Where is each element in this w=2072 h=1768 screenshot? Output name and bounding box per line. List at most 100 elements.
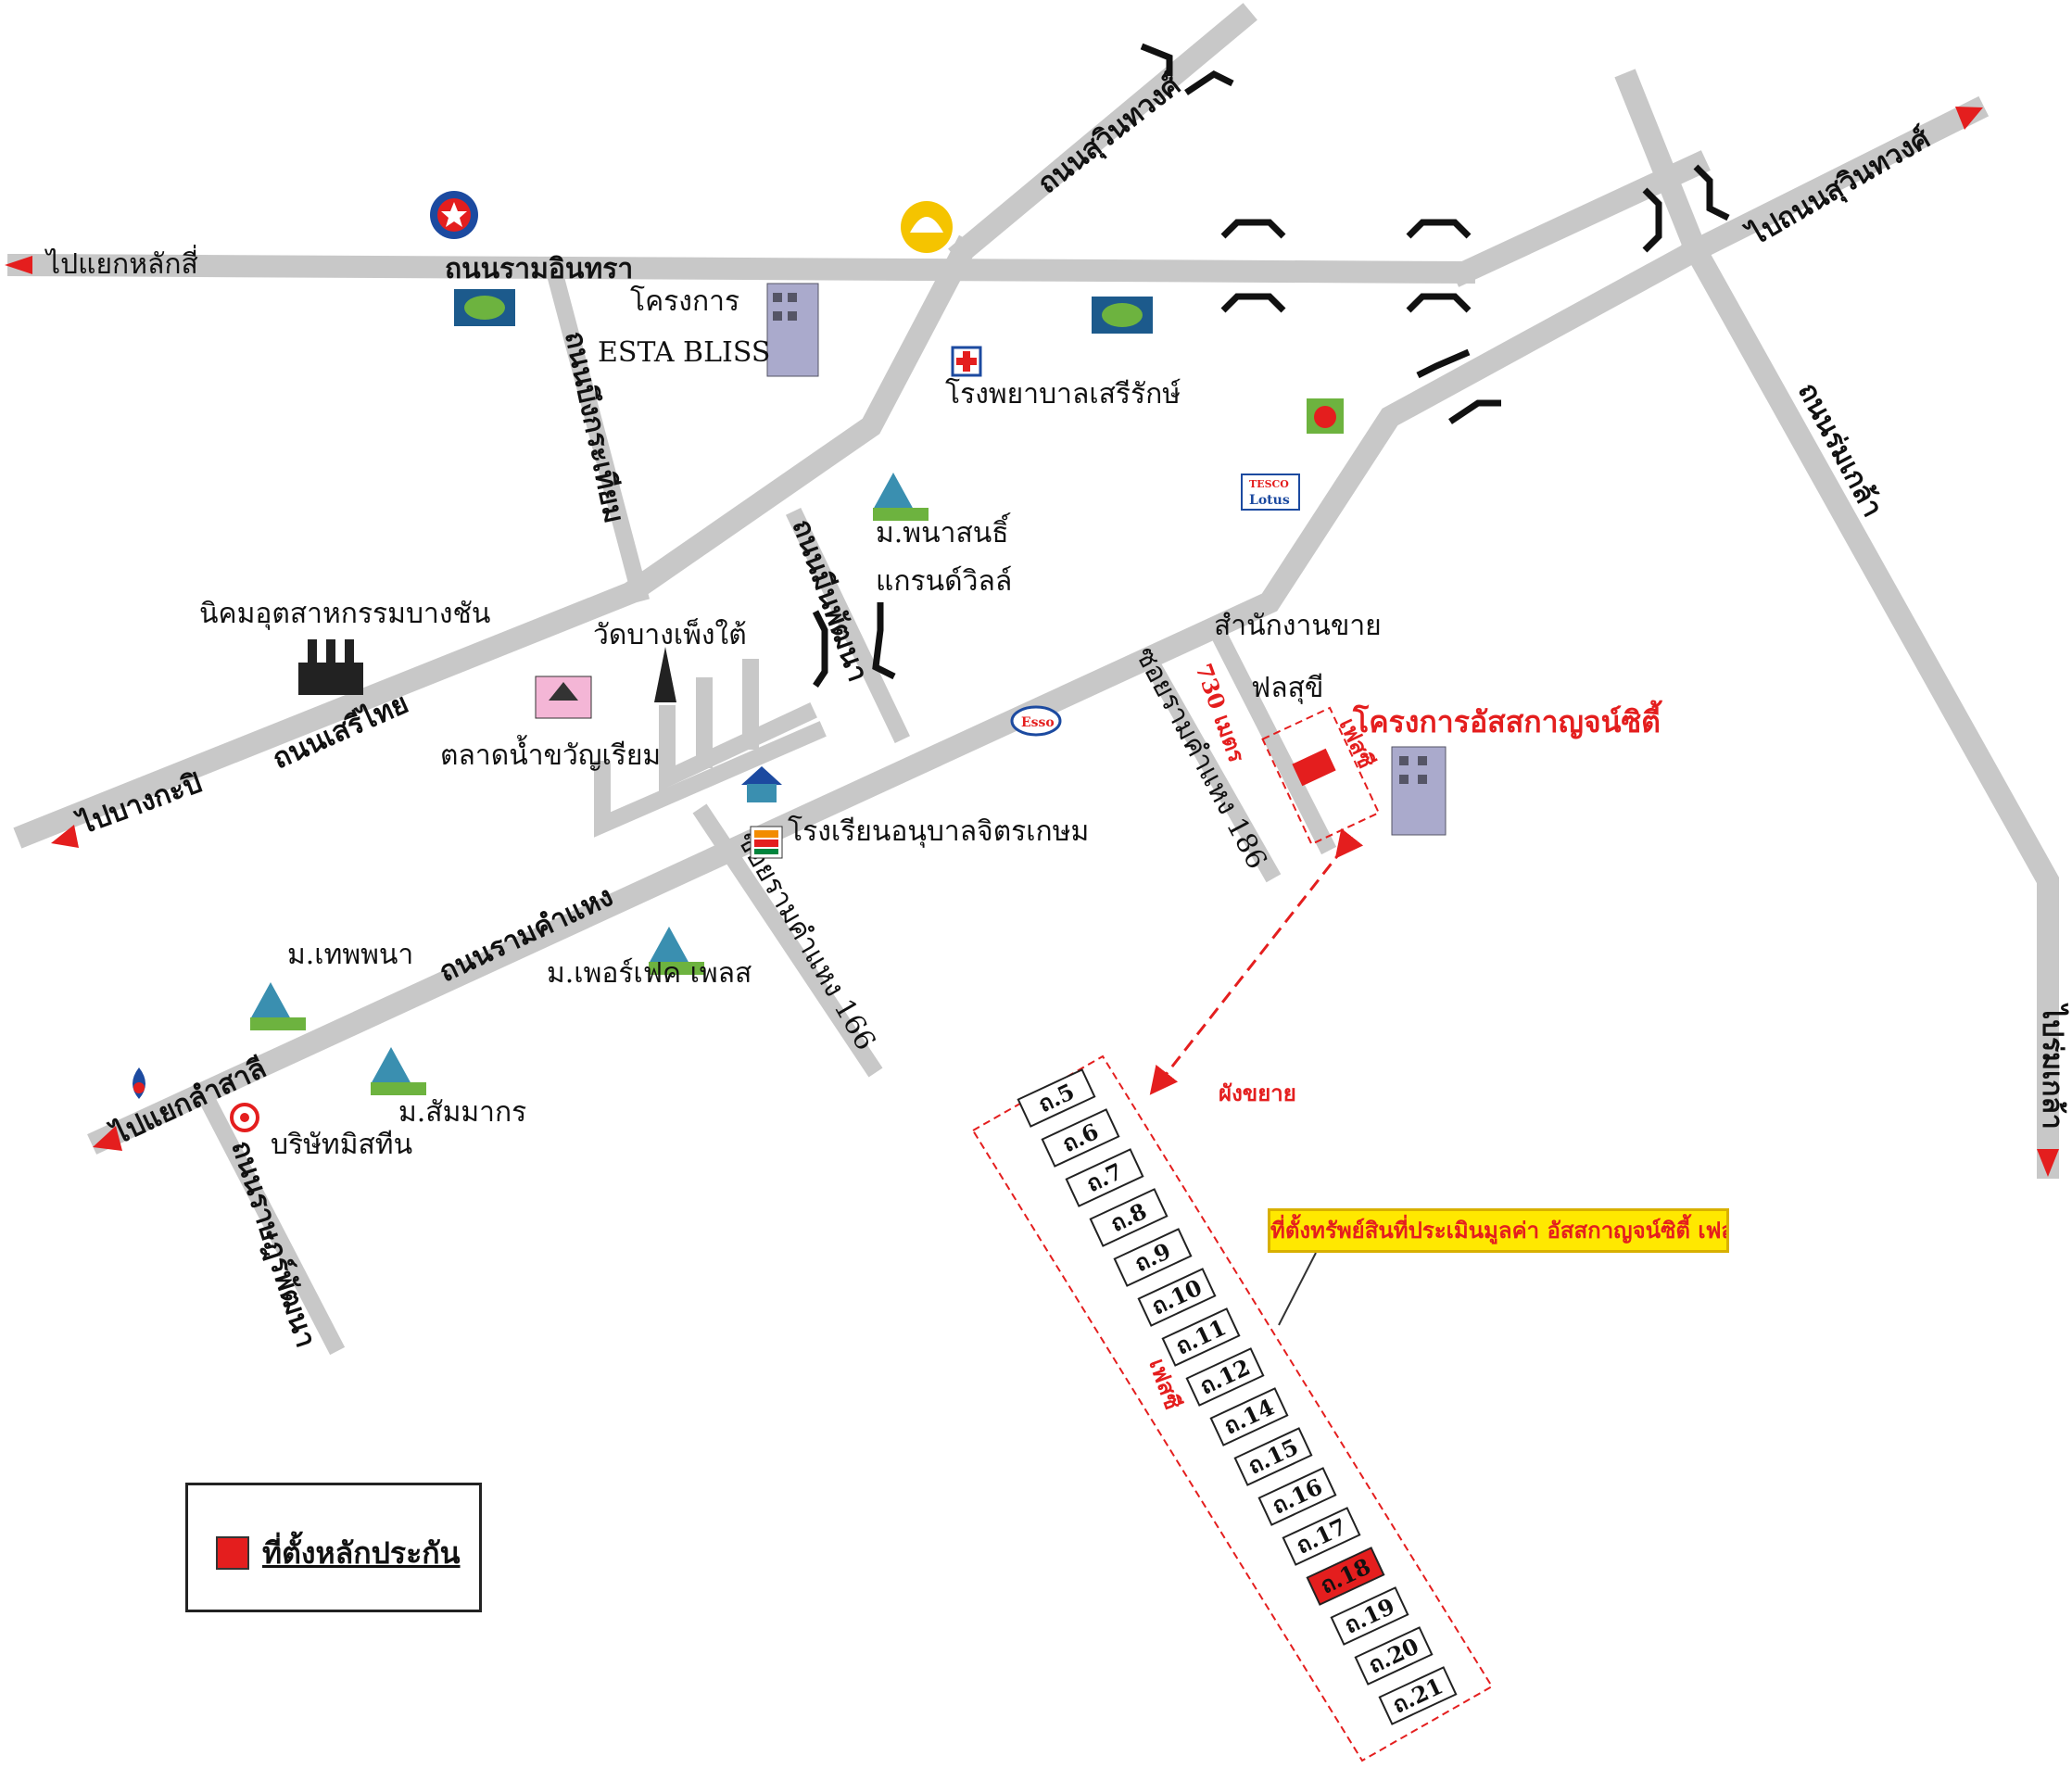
shell-icon bbox=[901, 201, 953, 253]
label-to-lamsali: ไปแยกลำสาลี bbox=[105, 1051, 271, 1152]
bridge-5 bbox=[1416, 348, 1501, 424]
village-icon bbox=[649, 927, 704, 975]
road-soi166 bbox=[692, 803, 883, 1078]
label-perfect-place: ม.เพอร์เฟค เพลส bbox=[547, 957, 752, 990]
plot-box: ถ.7 bbox=[1065, 1148, 1144, 1207]
plot-box: ถ.14 bbox=[1209, 1387, 1289, 1446]
label-suwinthawong-north: ถนนสุวินทวงศ์ bbox=[1031, 69, 1188, 201]
road-ratpattana bbox=[192, 1081, 346, 1356]
svg-text:Esso: Esso bbox=[1021, 715, 1055, 730]
road-ramintra bbox=[6, 253, 1476, 284]
school-icon bbox=[741, 766, 782, 802]
label-seriruk: โรงพยาบาลเสรีรักษ์ bbox=[945, 377, 1181, 410]
label-to-rom-klao: ไปร่มเกล้า bbox=[2036, 1003, 2069, 1130]
plot-box: ถ.12 bbox=[1185, 1347, 1265, 1407]
building-icon bbox=[1391, 746, 1447, 836]
caltex-icon bbox=[430, 191, 478, 239]
bridge-1 bbox=[1140, 43, 1234, 95]
label-sales-office: สำนักงานขาย bbox=[1214, 610, 1382, 642]
map-icons: TESCO Lotus bbox=[133, 191, 1447, 1132]
label-phanason-1: ม.พนาสนธิ์ bbox=[876, 512, 1011, 549]
plot-box: ถ.5 bbox=[1017, 1068, 1096, 1128]
plot-box: ถ.15 bbox=[1233, 1427, 1313, 1486]
plot-box: ถ.10 bbox=[1137, 1268, 1217, 1327]
plot-box: ถ.16 bbox=[1257, 1467, 1337, 1526]
label-market: ตลาดน้ำขวัญเรียม bbox=[440, 735, 661, 772]
label-fai-sap: ฟลสุขี bbox=[1251, 672, 1323, 705]
tesco-lotus-icon: TESCO Lotus bbox=[1241, 474, 1300, 511]
village-icon bbox=[371, 1047, 426, 1095]
plot-box: ถ.20 bbox=[1354, 1626, 1434, 1686]
road-rom-klao bbox=[1680, 234, 2059, 1179]
label-esta-1: โครงการ bbox=[630, 284, 739, 318]
road-suwinthawong-north bbox=[948, 3, 1257, 266]
label-project: โครงการอัสสกาญจน์ซิตี้ bbox=[1352, 700, 1662, 739]
label-soi166: ซอยรามคำแหง 166 bbox=[730, 827, 881, 1056]
label-phanason-2: แกรนด์วิลล์ bbox=[876, 565, 1012, 598]
factory-icon bbox=[298, 639, 363, 695]
village-icon bbox=[250, 982, 306, 1030]
bigc-icon bbox=[1307, 398, 1344, 434]
arrow-to-lamsali bbox=[93, 1126, 122, 1151]
plot-box: ถ.17 bbox=[1282, 1507, 1361, 1566]
temple-icon bbox=[654, 647, 676, 702]
bridge-3 bbox=[1406, 219, 1472, 313]
arrow-to-suwinthawong bbox=[1955, 107, 1983, 130]
siam-makro-icon bbox=[1092, 297, 1153, 334]
enlarge-leader bbox=[1149, 827, 1364, 1095]
road-to-suwinthawong-east bbox=[1680, 95, 1990, 266]
seven-eleven-icon bbox=[750, 826, 783, 859]
label-thepphana: ม.เทพพนา bbox=[287, 939, 413, 971]
label-wat: วัดบางเพ็งใต้ bbox=[593, 617, 747, 651]
bridge-6 bbox=[812, 602, 896, 688]
building-icon bbox=[766, 283, 819, 377]
arrow-to-laksi bbox=[5, 256, 32, 274]
label-to-laksi: ไปแยกหลักสี่ bbox=[44, 245, 198, 281]
label-to-bangkapi: ไปบางกะปิ bbox=[72, 765, 207, 841]
label-esta-2: ESTA BLISS bbox=[598, 336, 770, 369]
siam-makro-icon bbox=[454, 289, 515, 326]
road-north-connector bbox=[1614, 69, 1711, 265]
project-site-marker bbox=[1261, 706, 1381, 846]
label-ratpattana: ถนนราษฎร์พัฒนา bbox=[224, 1137, 322, 1352]
bridge-markers bbox=[812, 43, 1730, 688]
legend-label: ที่ตั้งหลักประกัน bbox=[262, 1535, 461, 1571]
label-sammakorn: ม.สัมมากร bbox=[398, 1096, 526, 1129]
road-market-grid bbox=[594, 721, 827, 838]
plot-layout: ถ.5ถ.6ถ.7ถ.8ถ.9ถ.10ถ.11ถ.12ถ.14ถ.15ถ.16ถ… bbox=[971, 1054, 1494, 1762]
road-market-grid2 bbox=[659, 702, 817, 792]
bridge-4 bbox=[1642, 164, 1730, 253]
place-labels: โครงการ ESTA BLISS โรงพยาบาลเสรีรักษ์ ม.… bbox=[199, 284, 1662, 1413]
plot-box: ถ.8 bbox=[1089, 1188, 1169, 1247]
callout-pointer bbox=[1278, 1252, 1317, 1326]
label-ramintra: ถนนรามอินทรา bbox=[445, 253, 633, 285]
svg-text:TESCO: TESCO bbox=[1249, 478, 1289, 490]
bridge-2 bbox=[1220, 219, 1286, 313]
arrow-to-bangkapi bbox=[51, 825, 79, 848]
road-nimitmai bbox=[785, 507, 911, 744]
plot-box: ถ.6 bbox=[1041, 1108, 1120, 1168]
label-industrial: นิคมอุตสาหกรรมบางชัน bbox=[199, 598, 490, 631]
plot-box: ถ.18 bbox=[1306, 1547, 1385, 1606]
road-network bbox=[6, 3, 2059, 1356]
legend-swatch bbox=[216, 1536, 249, 1570]
valuation-callout: ที่ตั้งทรัพย์สินที่ประเมินมูลค่า อัสสกาญ… bbox=[1268, 1208, 1729, 1253]
svg-text:Lotus: Lotus bbox=[1249, 493, 1290, 508]
road-serithai bbox=[13, 234, 979, 849]
label-layout: ผังขยาย bbox=[1219, 1080, 1296, 1106]
plot-box: ถ.21 bbox=[1378, 1666, 1458, 1725]
mistine-icon bbox=[230, 1103, 259, 1132]
market-icon bbox=[535, 676, 592, 719]
plot-box: ถ.9 bbox=[1113, 1228, 1193, 1287]
esso-icon: Esso bbox=[1010, 705, 1062, 737]
label-school: โรงเรียนอนุบาลจิตรเกษม bbox=[788, 815, 1089, 849]
legend: ที่ตั้งหลักประกัน bbox=[185, 1483, 482, 1612]
plot-list: ถ.5ถ.6ถ.7ถ.8ถ.9ถ.10ถ.11ถ.12ถ.14ถ.15ถ.16ถ… bbox=[1017, 1068, 1458, 1725]
label-suwinthawong-east: ไปถนนสุวินทวงศ์ bbox=[1740, 121, 1937, 255]
plot-box: ถ.19 bbox=[1330, 1586, 1409, 1646]
road-sales-soi bbox=[1209, 627, 1337, 855]
ptt-icon bbox=[133, 1067, 145, 1099]
hospital-icon bbox=[951, 346, 982, 377]
road-bueng-kra bbox=[545, 267, 651, 604]
